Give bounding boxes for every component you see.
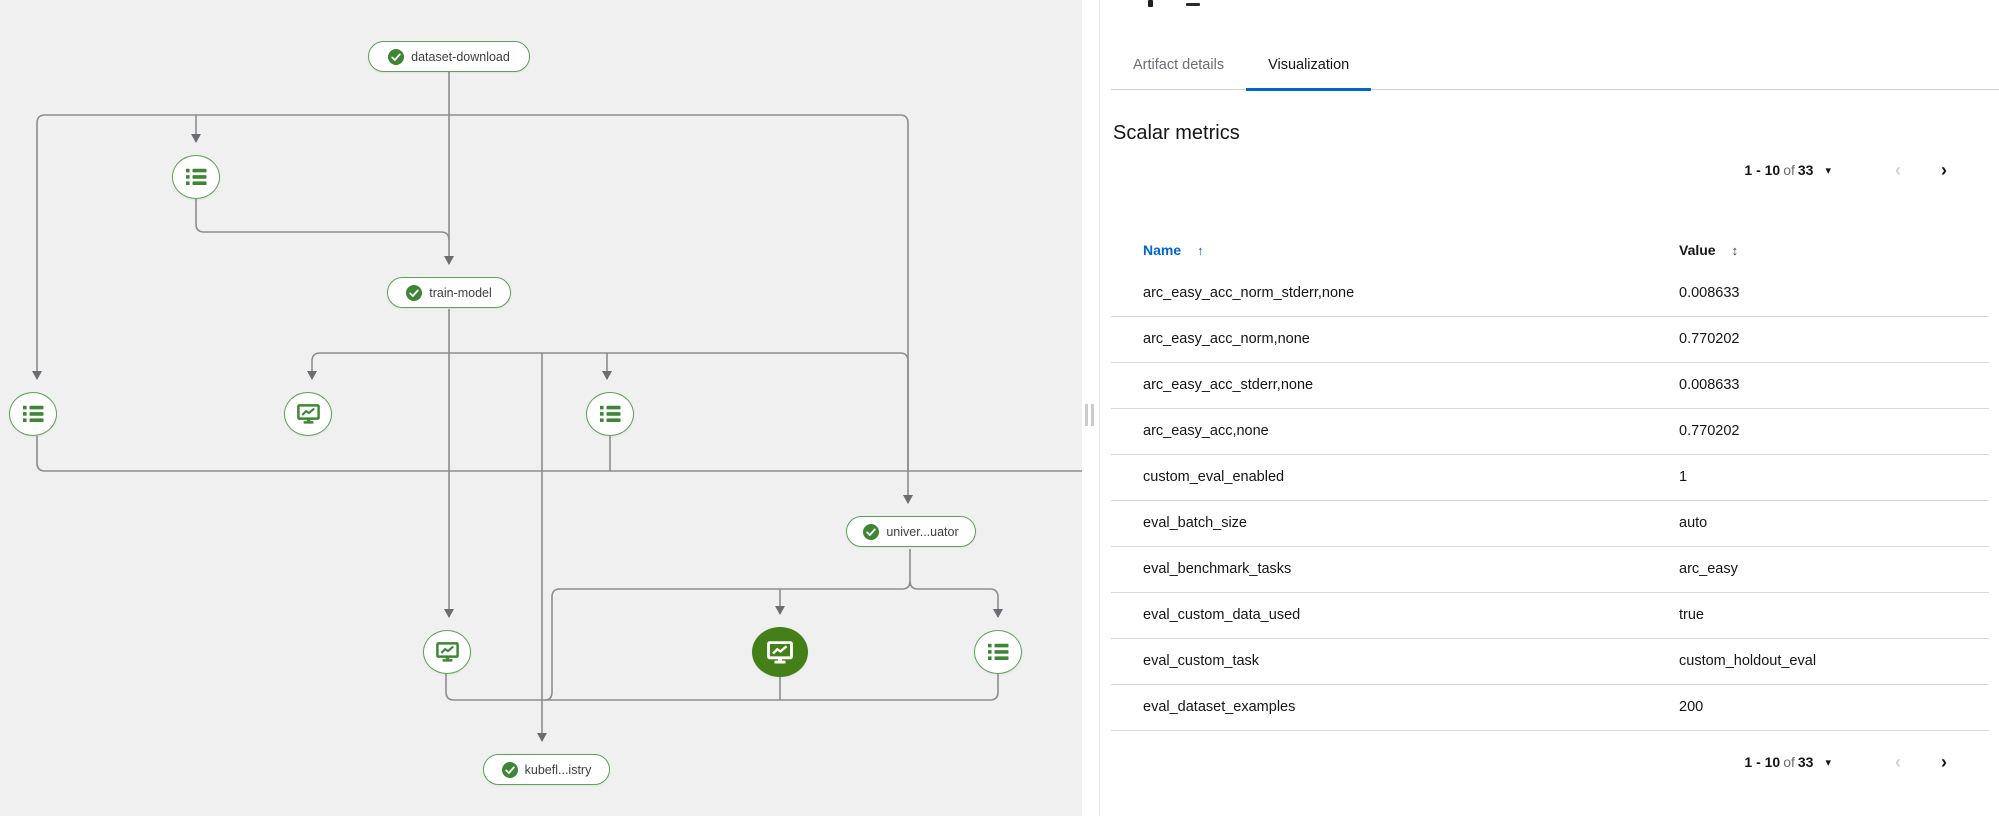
truncated-minimize-icon	[1186, 3, 1200, 6]
pipeline-node-universal-evaluator[interactable]: univer...uator	[846, 516, 976, 547]
table-row: eval_batch_size auto	[1111, 500, 1989, 547]
tab-label: Artifact details	[1133, 56, 1225, 73]
metric-value-cell: true	[1647, 592, 1989, 639]
metric-name-cell: arc_easy_acc_norm,none	[1111, 316, 1647, 363]
sort-both-icon: ↕	[1731, 242, 1739, 258]
metric-name-cell: custom_eval_enabled	[1111, 454, 1647, 501]
tab-label: Visualization	[1268, 56, 1350, 73]
pagination-prev-button[interactable]: ‹	[1895, 752, 1901, 772]
truncated-panel-title-fragment	[1148, 0, 1153, 7]
sort-ascending-icon: ↑	[1197, 242, 1204, 258]
node-label: univer...uator	[886, 524, 959, 539]
tab-visualization[interactable]: Visualization	[1246, 40, 1372, 91]
panel-resize-divider[interactable]	[1082, 0, 1099, 816]
caret-down-icon: ▾	[1825, 756, 1831, 769]
metric-value-cell: 0.008633	[1647, 362, 1989, 409]
table-row: arc_easy_acc_norm,none 0.770202	[1111, 316, 1989, 363]
metrics-monitor-icon	[767, 640, 793, 663]
pagination-next-button[interactable]: ›	[1941, 160, 1947, 180]
metric-value-cell: 1	[1647, 454, 1989, 501]
list-icon	[599, 405, 620, 422]
scalar-metrics-table: Name ↑ Value ↕ arc_easy_acc_norm_stderr,…	[1111, 236, 1989, 731]
metric-name-cell: eval_benchmark_tasks	[1111, 546, 1647, 593]
artifact-node-d[interactable]	[586, 392, 634, 436]
artifact-node-b[interactable]	[9, 392, 57, 436]
table-row: arc_easy_acc_norm_stderr,none 0.008633	[1111, 270, 1989, 317]
table-row: eval_dataset_examples 200	[1111, 684, 1989, 731]
metric-name-cell: arc_easy_acc,none	[1111, 408, 1647, 455]
table-row: eval_custom_task custom_holdout_eval	[1111, 638, 1989, 685]
metric-value-cell: custom_holdout_eval	[1647, 638, 1989, 685]
node-label: kubefl...istry	[524, 762, 592, 777]
status-success-icon	[406, 284, 423, 301]
pagination-next-button[interactable]: ›	[1941, 752, 1947, 772]
tab-artifact-details[interactable]: Artifact details	[1111, 40, 1246, 90]
scalar-metrics-heading: Scalar metrics	[1113, 122, 1240, 144]
table-row: arc_easy_acc,none 0.770202	[1111, 408, 1989, 455]
metric-value-cell: 0.770202	[1647, 316, 1989, 363]
metric-name-cell: eval_dataset_examples	[1111, 684, 1647, 731]
list-icon	[185, 168, 206, 185]
pipeline-node-dataset-download[interactable]: dataset-download	[368, 41, 530, 72]
metric-name-cell: arc_easy_acc_stderr,none	[1111, 362, 1647, 409]
metric-name-cell: eval_custom_task	[1111, 638, 1647, 685]
artifact-node-e[interactable]	[423, 630, 471, 674]
metric-name-cell: arc_easy_acc_norm_stderr,none	[1111, 270, 1647, 317]
table-row: arc_easy_acc_stderr,none 0.008633	[1111, 362, 1989, 409]
metric-value-cell: 0.770202	[1647, 408, 1989, 455]
pipeline-graph-pane[interactable]: dataset-download train-model univer...ua…	[0, 0, 1082, 816]
metric-name-cell: eval_batch_size	[1111, 500, 1647, 547]
table-row: custom_eval_enabled 1	[1111, 454, 1989, 501]
panel-tabs: Artifact details Visualization	[1111, 40, 1999, 91]
table-row: eval_benchmark_tasks arc_easy	[1111, 546, 1989, 593]
pipeline-node-kubeflow-registry[interactable]: kubefl...istry	[483, 754, 610, 785]
artifact-details-panel: Artifact details Visualization Scalar me…	[1099, 0, 1999, 816]
status-success-icon	[501, 761, 518, 778]
artifact-node-c[interactable]	[284, 392, 332, 436]
metric-value-cell: auto	[1647, 500, 1989, 547]
sort-by-name-button[interactable]: Name ↑	[1143, 242, 1204, 258]
metrics-monitor-icon	[296, 404, 320, 424]
metric-value-cell: 0.008633	[1647, 270, 1989, 317]
list-icon	[22, 405, 43, 422]
artifact-node-a[interactable]	[172, 155, 220, 199]
node-label: train-model	[429, 285, 492, 300]
node-label: dataset-download	[411, 49, 510, 64]
artifact-node-f-selected[interactable]	[752, 627, 808, 677]
metric-value-cell: 200	[1647, 684, 1989, 731]
pipeline-edges	[32, 71, 1082, 742]
status-success-icon	[863, 523, 880, 540]
metric-value-cell: arc_easy	[1647, 546, 1989, 593]
drag-handle-icon[interactable]	[1085, 404, 1094, 426]
pagination-prev-button[interactable]: ‹	[1895, 160, 1901, 180]
status-success-icon	[388, 48, 405, 65]
table-row: eval_custom_data_used true	[1111, 592, 1989, 639]
pipeline-node-train-model[interactable]: train-model	[387, 277, 511, 308]
metrics-monitor-icon	[435, 642, 459, 662]
artifact-node-g[interactable]	[974, 630, 1022, 674]
sort-by-value-button[interactable]: Value ↕	[1679, 242, 1739, 258]
caret-down-icon: ▾	[1825, 164, 1831, 177]
metric-name-cell: eval_custom_data_used	[1111, 592, 1647, 639]
list-icon	[987, 643, 1008, 660]
